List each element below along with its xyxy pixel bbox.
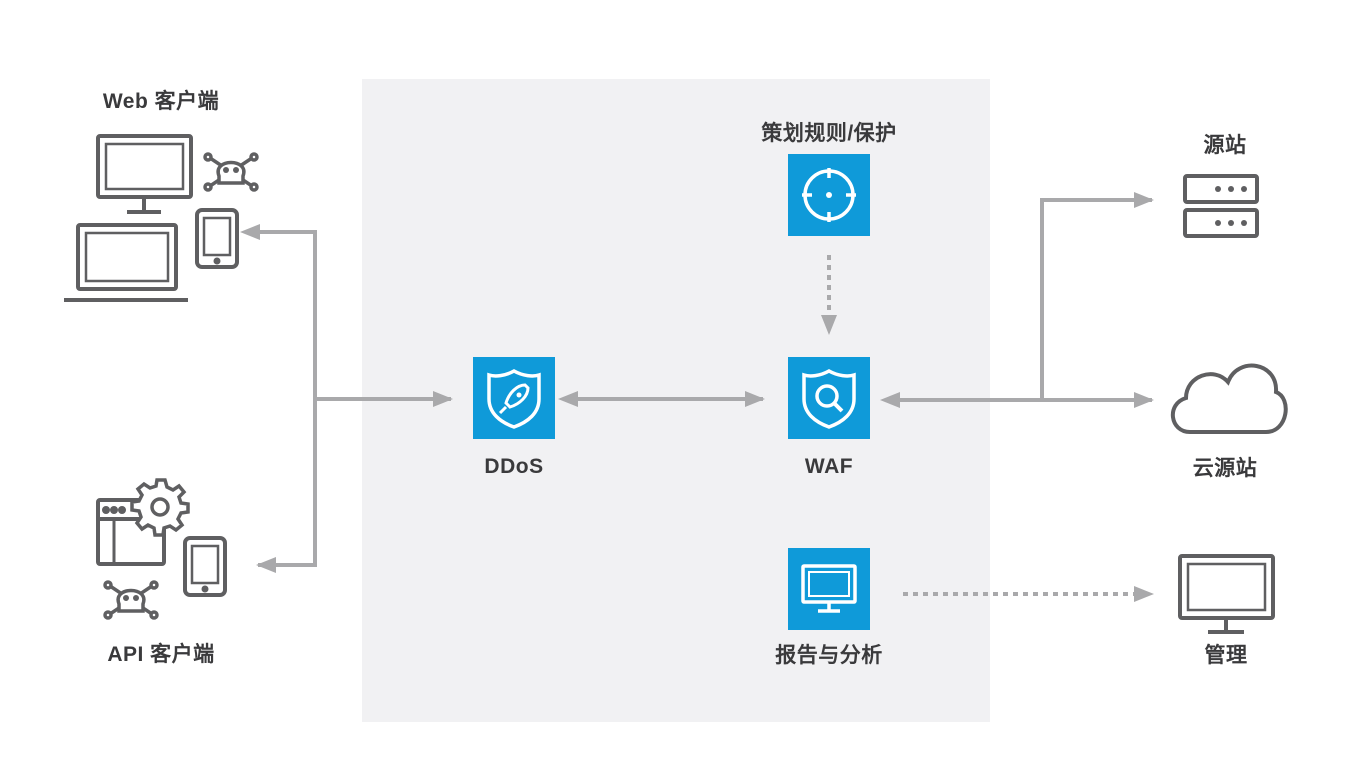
server-icon	[1183, 174, 1259, 238]
tablet-icon	[195, 208, 239, 269]
shield-rocket-icon	[487, 368, 541, 429]
origin-label: 源站	[1203, 134, 1247, 157]
crosshair-icon	[802, 168, 856, 222]
management-label: 管理	[1204, 644, 1248, 667]
skull-crossbones-icon	[103, 580, 159, 620]
skull-crossbones-icon	[203, 152, 259, 192]
gear-icon	[130, 478, 190, 537]
cloud-origin-label: 云源站	[1192, 457, 1258, 480]
monitor-icon	[96, 134, 193, 214]
waf-origin-arrow	[1040, 192, 1154, 400]
tablet-icon	[183, 536, 227, 597]
api-client-label: API 客户端	[107, 643, 215, 666]
web-client-label: Web 客户端	[102, 90, 220, 113]
reporting-label: 报告与分析	[775, 644, 883, 667]
shield-search-icon	[802, 368, 856, 429]
waf-node	[788, 357, 870, 439]
cloud-icon	[1170, 363, 1288, 434]
rules-node	[788, 154, 870, 236]
rules-label: 策划规则/保护	[761, 122, 897, 145]
ddos-node	[473, 357, 555, 439]
waf-label: WAF	[804, 455, 854, 478]
reporting-node	[788, 548, 870, 630]
ddos-label: DDoS	[484, 455, 544, 478]
monitor-icon	[1178, 554, 1275, 634]
monitor-icon	[801, 564, 857, 613]
laptop-icon	[64, 223, 188, 302]
